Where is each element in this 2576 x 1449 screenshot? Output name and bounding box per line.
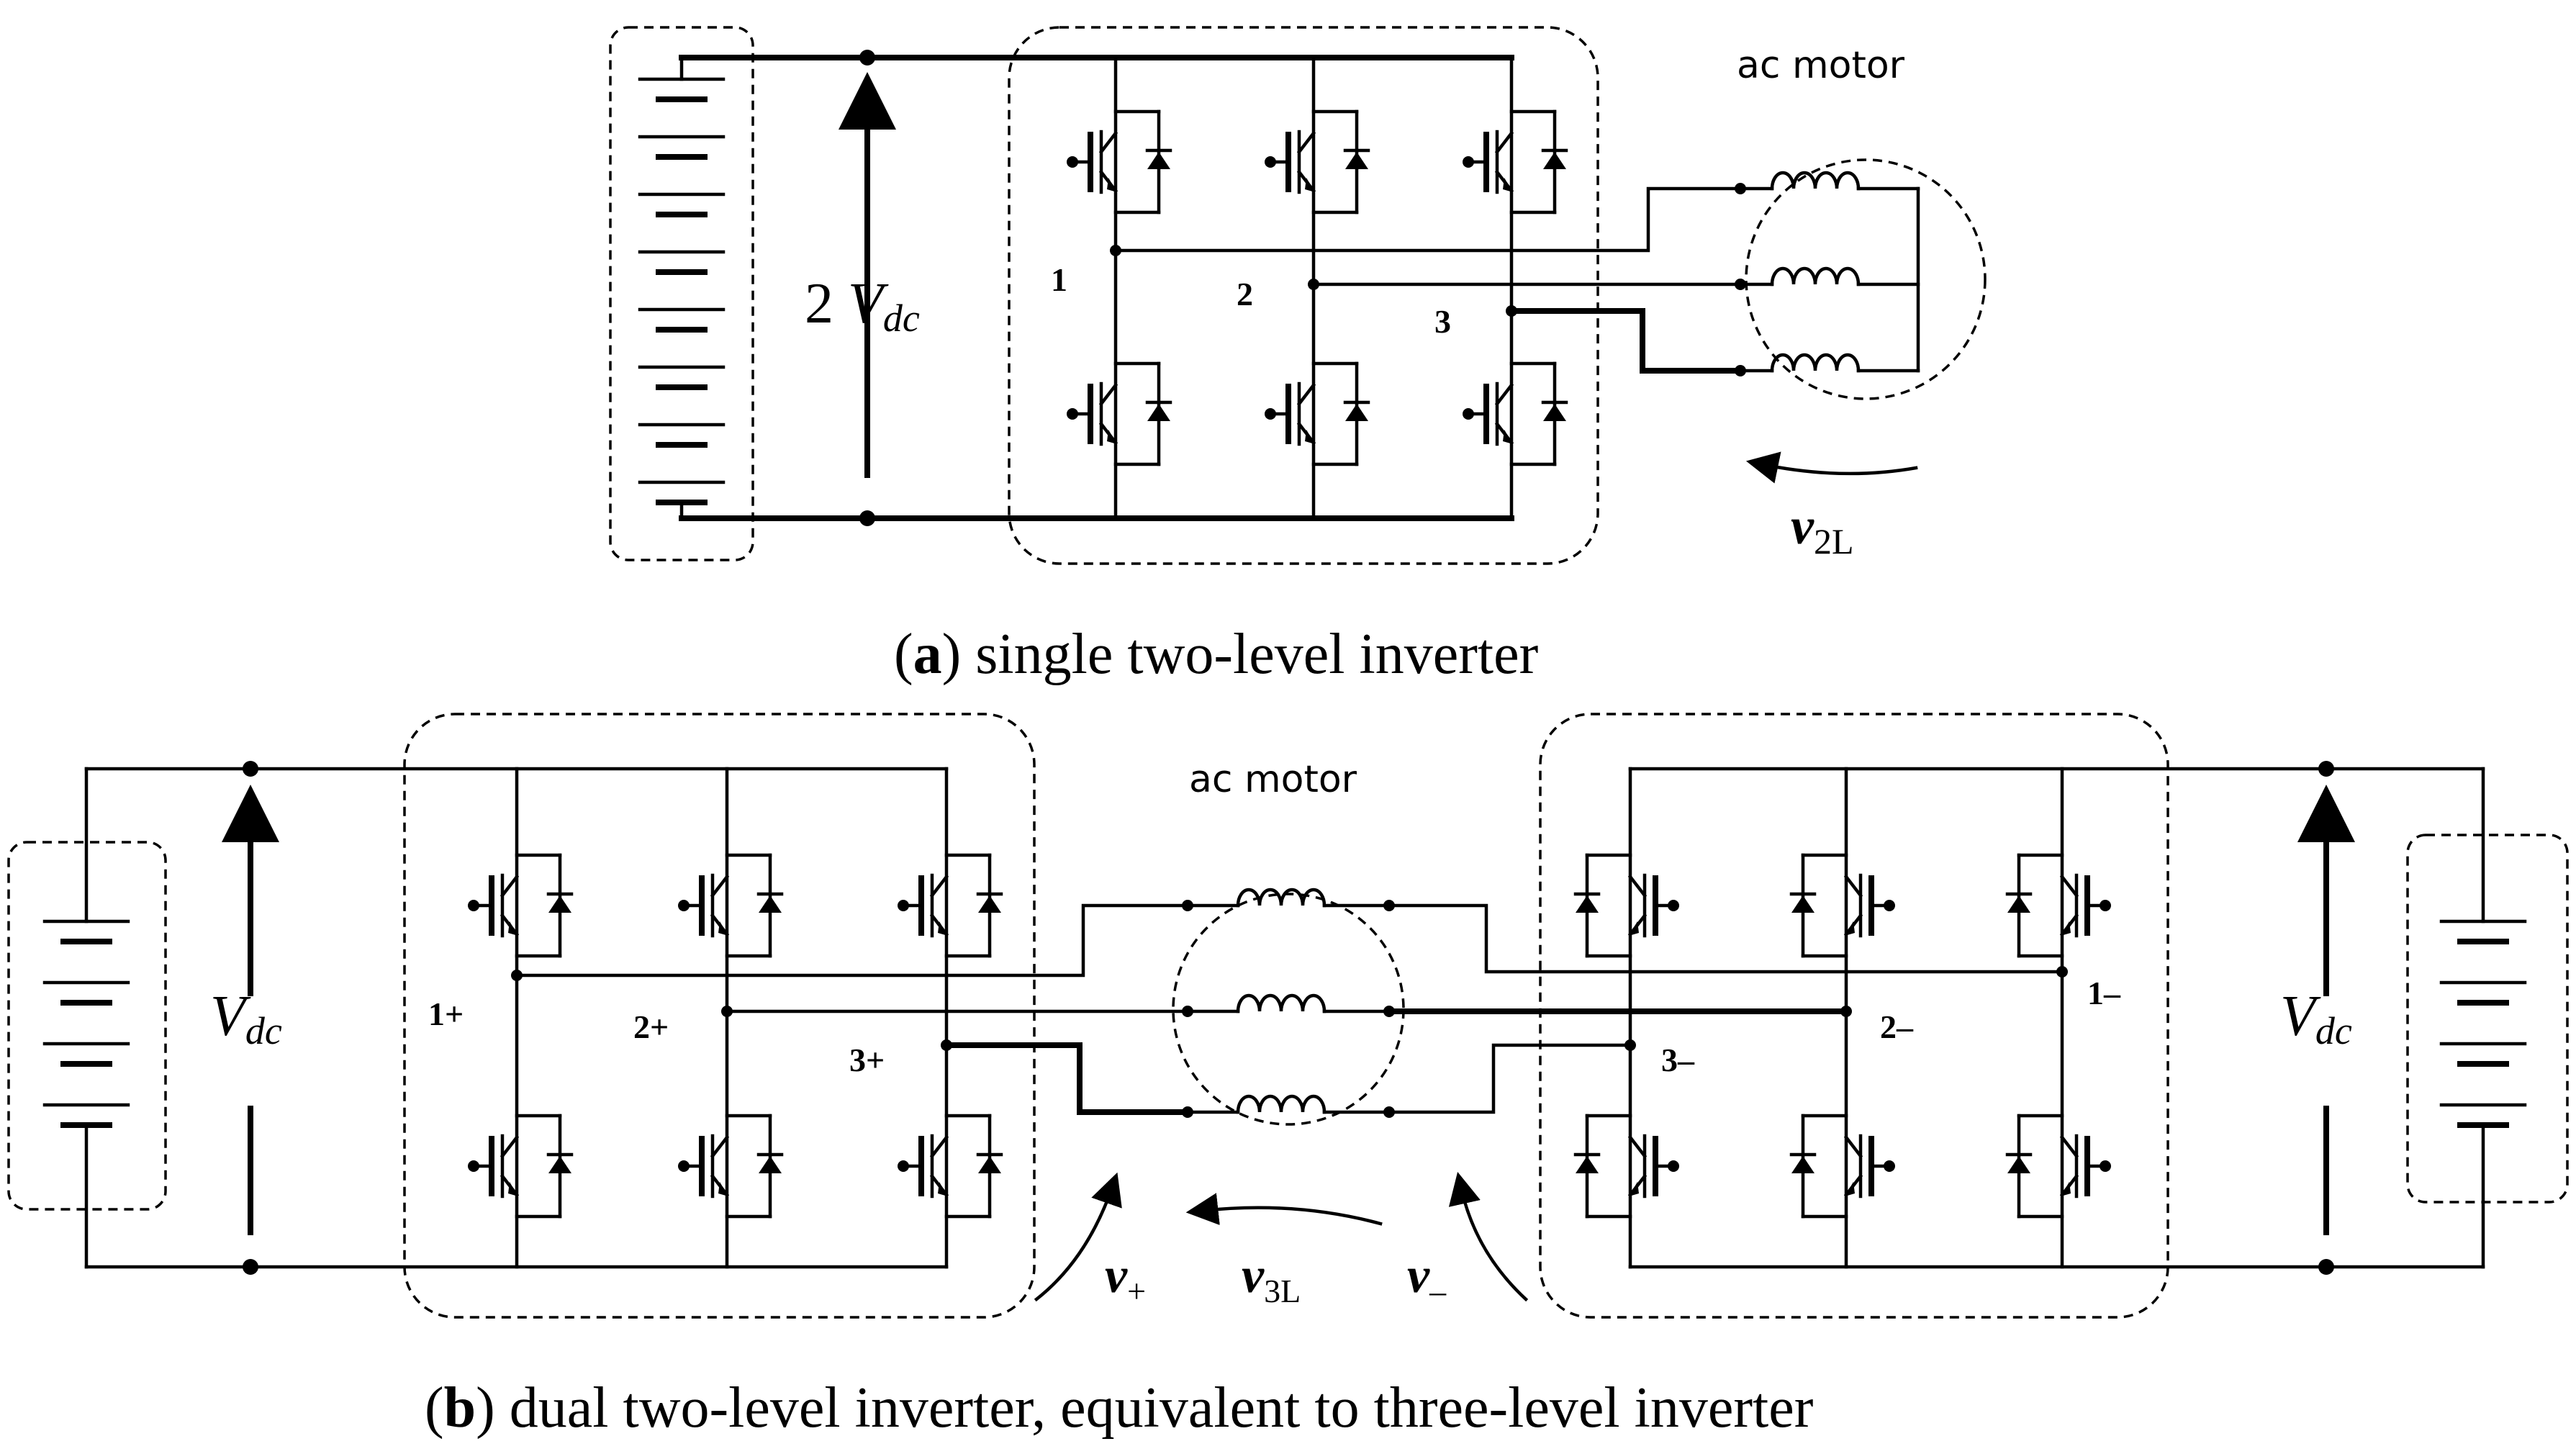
node-3-plus: 3+	[849, 1042, 885, 1078]
panel-b: Vdc 1+ 2+ 3+ ac motor	[7, 713, 2569, 1440]
battery-box-b-right	[2406, 834, 2569, 1204]
motor-circle-b	[1172, 893, 1405, 1126]
node-3-a: 3	[1434, 303, 1451, 340]
voltage-3l-label: v3L	[1242, 1248, 1301, 1309]
node-2-minus: 2–	[1880, 1008, 1914, 1045]
battery-stack-b-right	[2441, 767, 2525, 1269]
node-1-minus: 1–	[2087, 975, 2121, 1011]
dc-voltage-label-a: 2 Vdc	[805, 272, 920, 340]
caption-a: (a) single two-level inverter	[894, 623, 1538, 686]
node-3-minus: 3–	[1661, 1042, 1695, 1078]
inverter-legs-b-left	[468, 767, 1001, 1269]
inverter-legs-b-right	[1576, 767, 2111, 1269]
motor-windings-b	[1182, 890, 1395, 1118]
inverter-box-b-right	[1539, 713, 2169, 1319]
voltage-minus-arrow	[1448, 1172, 1529, 1302]
node-2-plus: 2+	[633, 1008, 669, 1045]
panel-a: 2 Vdc 1 2 3 ac motor	[609, 26, 1987, 686]
dc-voltage-label-b-right: Vdc	[2280, 985, 2352, 1052]
output-voltage-arrow-a	[1745, 451, 1918, 484]
output-voltage-label-a: v2L	[1791, 497, 1854, 561]
voltage-3l-arrow	[1185, 1193, 1383, 1226]
voltage-plus-label: v+	[1105, 1248, 1146, 1309]
motor-label-a: ac motor	[1737, 44, 1905, 87]
inverter-box-b-left	[403, 713, 1036, 1319]
voltage-plus-arrow	[1034, 1172, 1122, 1302]
inverter-box-a	[1008, 26, 1599, 565]
voltage-minus-label: v–	[1407, 1248, 1447, 1309]
caption-b: (b) dual two-level inverter, equivalent …	[425, 1376, 1813, 1440]
battery-stack-b-left	[45, 767, 128, 1269]
motor-windings-a	[1735, 173, 1920, 376]
motor-circle-a	[1745, 158, 1987, 400]
node-1-a: 1	[1051, 261, 1067, 298]
battery-stack-a	[640, 55, 723, 520]
battery-box-a	[609, 26, 754, 561]
dc-voltage-label-b-left: Vdc	[210, 985, 282, 1052]
node-2-a: 2	[1237, 276, 1253, 312]
motor-label-b: ac motor	[1189, 758, 1357, 801]
node-1-plus: 1+	[428, 996, 464, 1032]
